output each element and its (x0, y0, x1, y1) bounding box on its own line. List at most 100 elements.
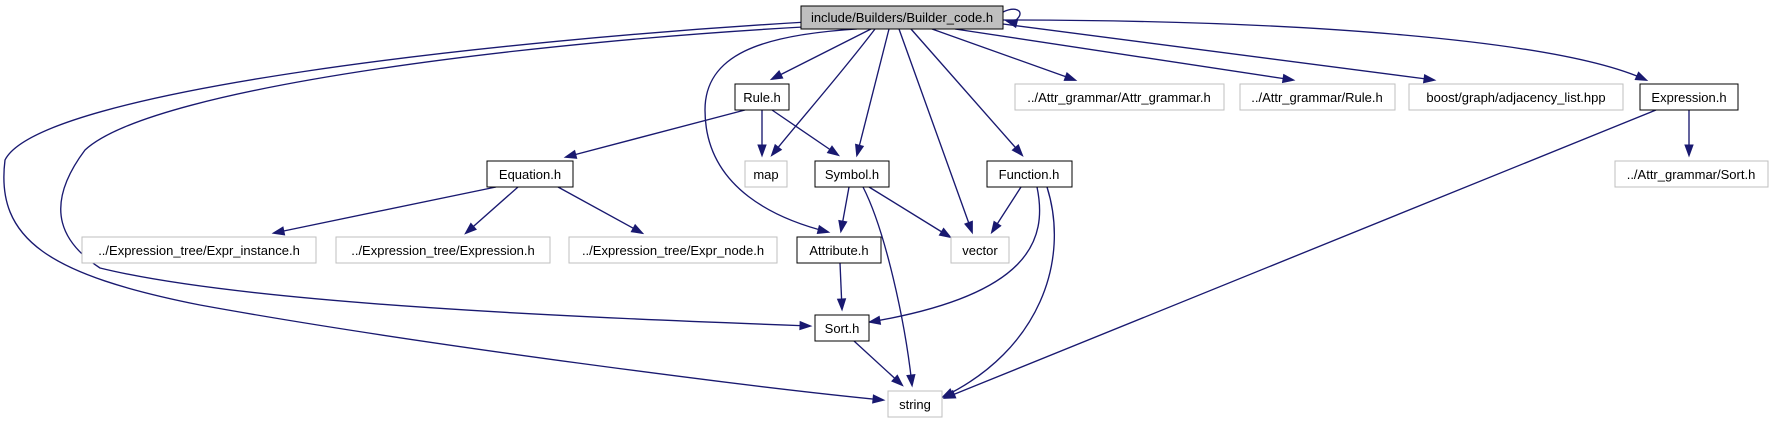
edge-expression-to-attr-sort (1684, 110, 1694, 158)
edge-line (3, 21, 884, 401)
edge-line (898, 28, 973, 233)
node-attr-sort[interactable]: ../Attr_grammar/Sort.h (1614, 160, 1769, 188)
edge-line (771, 28, 872, 80)
node-symbol-label: Symbol.h (825, 167, 879, 182)
edge-rule-to-map (757, 110, 767, 158)
edge-symbol-to-attribute (838, 186, 850, 234)
node-rule[interactable]: Rule.h (734, 83, 790, 111)
edge-line (60, 25, 823, 327)
edge-arrowhead (1634, 71, 1649, 82)
edge-symbol-to-string (862, 186, 916, 388)
node-string-label: string (899, 397, 931, 412)
edge-builder-code-to-attr-rule (954, 28, 1296, 84)
edge-attribute-to-sort (836, 262, 847, 312)
node-map[interactable]: map (744, 160, 788, 188)
node-vector[interactable]: vector (950, 236, 1010, 264)
edge-arrowhead (964, 220, 973, 235)
edge-line (853, 340, 903, 386)
edge-line (868, 186, 951, 238)
nodes-layer: include/Builders/Builder_code.h Rule.h m… (81, 5, 1769, 418)
edge-arrowhead (271, 226, 286, 236)
node-sort[interactable]: Sort.h (814, 314, 870, 342)
edge-line (704, 28, 858, 233)
edge-arrowhead (1063, 72, 1078, 81)
edge-function-to-sort (867, 186, 1041, 325)
edge-builder-code-to-expression (1002, 19, 1649, 82)
node-sort-label: Sort.h (825, 321, 860, 336)
node-rule-label: Rule.h (743, 90, 781, 105)
edge-line (862, 186, 913, 386)
node-attribute-label: Attribute.h (809, 243, 868, 258)
edge-line (771, 28, 876, 156)
node-map-label: map (753, 167, 778, 182)
node-attr-grammar-label: ../Attr_grammar/Attr_grammar.h (1027, 90, 1211, 105)
edge-arrowhead (770, 143, 783, 157)
edge-arrowhead (836, 298, 847, 312)
edge-line (942, 186, 1055, 398)
node-expression-label: Expression.h (1651, 90, 1726, 105)
edge-arrowhead (990, 220, 1002, 235)
edge-rule-to-symbol (771, 109, 841, 157)
edge-line (557, 186, 643, 234)
node-expr-instance-label: ../Expression_tree/Expr_instance.h (98, 243, 300, 258)
node-expr-expression[interactable]: ../Expression_tree/Expression.h (335, 236, 551, 264)
edge-builder-code-to-vector (898, 28, 973, 235)
node-expr-node-label: ../Expression_tree/Expr_node.h (582, 243, 764, 258)
edge-line (910, 28, 1023, 156)
node-function[interactable]: Function.h (986, 160, 1073, 188)
node-string[interactable]: string (887, 390, 943, 418)
node-function-label: Function.h (999, 167, 1060, 182)
edge-expression-to-string (942, 109, 1657, 399)
edge-arrowhead (630, 223, 645, 235)
edge-arrowhead (826, 145, 841, 157)
node-attr-rule-label: ../Attr_grammar/Rule.h (1251, 90, 1383, 105)
edge-builder-code-to-function (910, 28, 1024, 157)
edge-line (565, 109, 746, 158)
edge-arrowhead (1281, 73, 1296, 84)
edge-line (856, 28, 890, 156)
node-expr-instance[interactable]: ../Expression_tree/Expr_instance.h (81, 236, 317, 264)
node-attr-grammar[interactable]: ../Attr_grammar/Attr_grammar.h (1014, 83, 1225, 111)
edge-arrowhead (1011, 144, 1024, 157)
edge-arrowhead (769, 70, 784, 81)
node-symbol[interactable]: Symbol.h (814, 160, 890, 188)
edge-line (273, 186, 497, 234)
edges-layer (3, 8, 1694, 404)
edge-function-to-string (940, 186, 1055, 399)
node-vector-label: vector (962, 243, 998, 258)
edge-line (465, 186, 519, 234)
edge-builder-code-to-adjacency (1002, 23, 1437, 84)
node-expression[interactable]: Expression.h (1639, 83, 1739, 111)
edge-builder-code-to-string (3, 21, 886, 404)
edge-arrowhead (942, 389, 957, 399)
edge-arrowhead (867, 315, 882, 325)
edge-arrowhead (872, 394, 886, 404)
node-equation[interactable]: Equation.h (486, 160, 574, 188)
node-adjacency[interactable]: boost/graph/adjacency_list.hpp (1408, 83, 1624, 111)
edge-builder-code-to-attr-grammar (931, 28, 1078, 81)
node-expr-node[interactable]: ../Expression_tree/Expr_node.h (568, 236, 778, 264)
node-attr-sort-label: ../Attr_grammar/Sort.h (1627, 167, 1756, 182)
edge-arrowhead (816, 224, 831, 234)
edge-builder-code-to-attribute (704, 28, 858, 234)
edge-arrowhead (1422, 73, 1437, 84)
node-attr-rule[interactable]: ../Attr_grammar/Rule.h (1239, 83, 1396, 111)
edge-line (869, 186, 1041, 323)
edge-arrowhead (891, 374, 904, 387)
edge-arrowhead (464, 222, 477, 235)
node-attribute[interactable]: Attribute.h (796, 236, 882, 264)
node-builder-code-label: include/Builders/Builder_code.h (811, 10, 993, 25)
edge-function-to-vector (990, 186, 1022, 235)
node-builder-code[interactable]: include/Builders/Builder_code.h (800, 5, 1004, 30)
node-equation-label: Equation.h (499, 167, 561, 182)
edge-line (771, 109, 839, 156)
edge-arrowhead (757, 144, 767, 158)
edge-arrowhead (563, 149, 578, 159)
edge-builder-code-to-rule (769, 28, 872, 81)
node-adjacency-label: boost/graph/adjacency_list.hpp (1426, 90, 1605, 105)
edge-line (1002, 23, 1435, 81)
edge-arrowhead (855, 143, 865, 158)
edge-equation-to-expr-instance (271, 186, 497, 236)
edge-symbol-to-vector (868, 186, 953, 239)
